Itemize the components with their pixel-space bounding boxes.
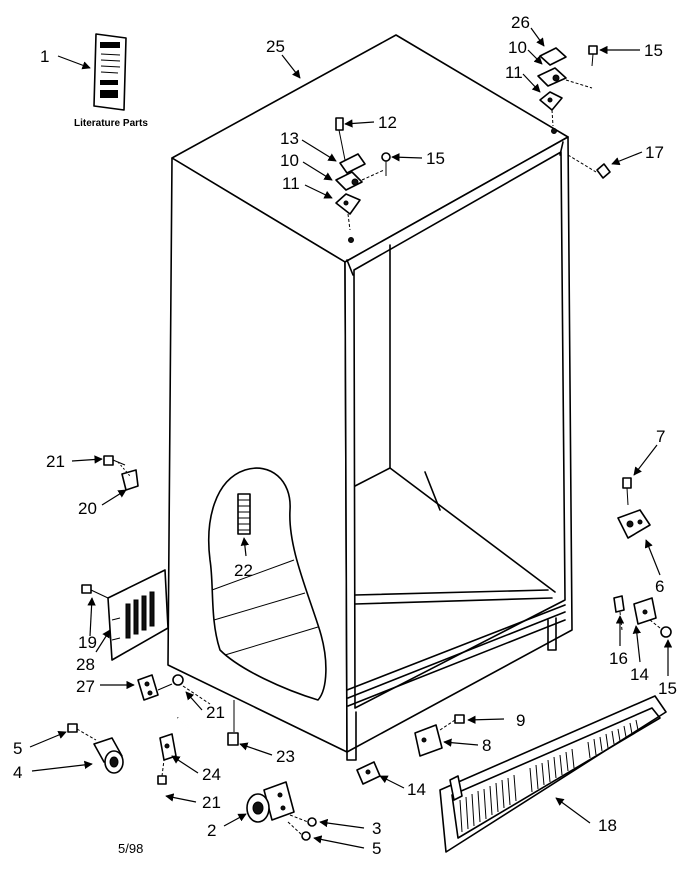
callout-24: 24 (202, 765, 221, 784)
part-7-screw (622, 477, 632, 506)
part-22-spring (237, 493, 251, 535)
callout-2: 2 (207, 821, 216, 840)
callout-11-right: 11 (505, 63, 523, 82)
callout-25: 25 (266, 37, 285, 56)
part-8-bracket (414, 724, 443, 757)
callout-14-bottom: 14 (407, 780, 426, 799)
callout-19: 19 (78, 633, 97, 652)
callout-15-top-right: 15 (644, 41, 663, 60)
part-3-5-screws (287, 814, 317, 841)
callout-21-upper: 21 (46, 452, 65, 471)
callout-7: 7 (656, 427, 665, 446)
callout-14-right: 14 (630, 665, 649, 684)
callout-1: 1 (40, 47, 49, 66)
callout-15-right: 15 (658, 679, 677, 698)
callout-10-right: 10 (508, 38, 527, 57)
part-24-clamp (157, 733, 177, 785)
date-code: 5/98 (118, 841, 143, 856)
callout-18: 18 (598, 816, 617, 835)
top-hinge-center (335, 117, 391, 231)
part-4-roller (93, 737, 124, 774)
top-hinge-right (537, 45, 598, 127)
part-16-bracket (613, 595, 625, 631)
literature-booklet (93, 33, 127, 111)
callout-5-bottom: 5 (372, 839, 381, 858)
part-2-roller (246, 781, 295, 823)
callout-21-mid: 21 (206, 703, 225, 722)
callout-11-center: 11 (282, 174, 300, 193)
part-5-screw-left (67, 723, 97, 741)
part-6-bracket (617, 509, 651, 539)
callout-9: 9 (516, 711, 525, 730)
leader-lines (29, 27, 673, 849)
part-20-21-clip (103, 455, 139, 491)
callout-5-left: 5 (13, 739, 22, 758)
part-15-screw-right (649, 619, 672, 638)
callout-15-center: 15 (426, 149, 445, 168)
callout-labels: 1 25 26 10 15 11 12 13 10 15 11 17 7 21 … (13, 13, 677, 858)
callout-17: 17 (645, 143, 664, 162)
part-19-screw (81, 584, 109, 599)
part-9-screw (439, 714, 465, 731)
cabinet (167, 34, 573, 761)
part-14-clip-right (633, 597, 657, 625)
part-21-screw-mid (157, 674, 211, 705)
literature-parts-label: Literature Parts (74, 118, 148, 129)
part-14-clip-bottom (356, 761, 381, 785)
callout-22: 22 (234, 561, 253, 580)
part-17-clip (567, 154, 611, 179)
callout-8: 8 (482, 736, 491, 755)
callout-10-center: 10 (280, 151, 299, 170)
callout-26: 26 (511, 13, 530, 32)
callout-12: 12 (378, 113, 397, 132)
callout-6: 6 (655, 577, 664, 596)
callout-20: 20 (78, 499, 97, 518)
callout-3: 3 (372, 819, 381, 838)
callout-21-lower: 21 (202, 793, 221, 812)
callout-16: 16 (609, 649, 628, 668)
part-23-tube (177, 700, 239, 746)
callout-27: 27 (76, 677, 95, 696)
part-28-vent-panel (107, 569, 169, 661)
callout-28: 28 (76, 655, 95, 674)
part-27-bracket (137, 674, 159, 701)
part-18-grille (439, 695, 667, 853)
callout-23: 23 (276, 747, 295, 766)
callout-4: 4 (13, 763, 22, 782)
callout-13: 13 (280, 129, 299, 148)
